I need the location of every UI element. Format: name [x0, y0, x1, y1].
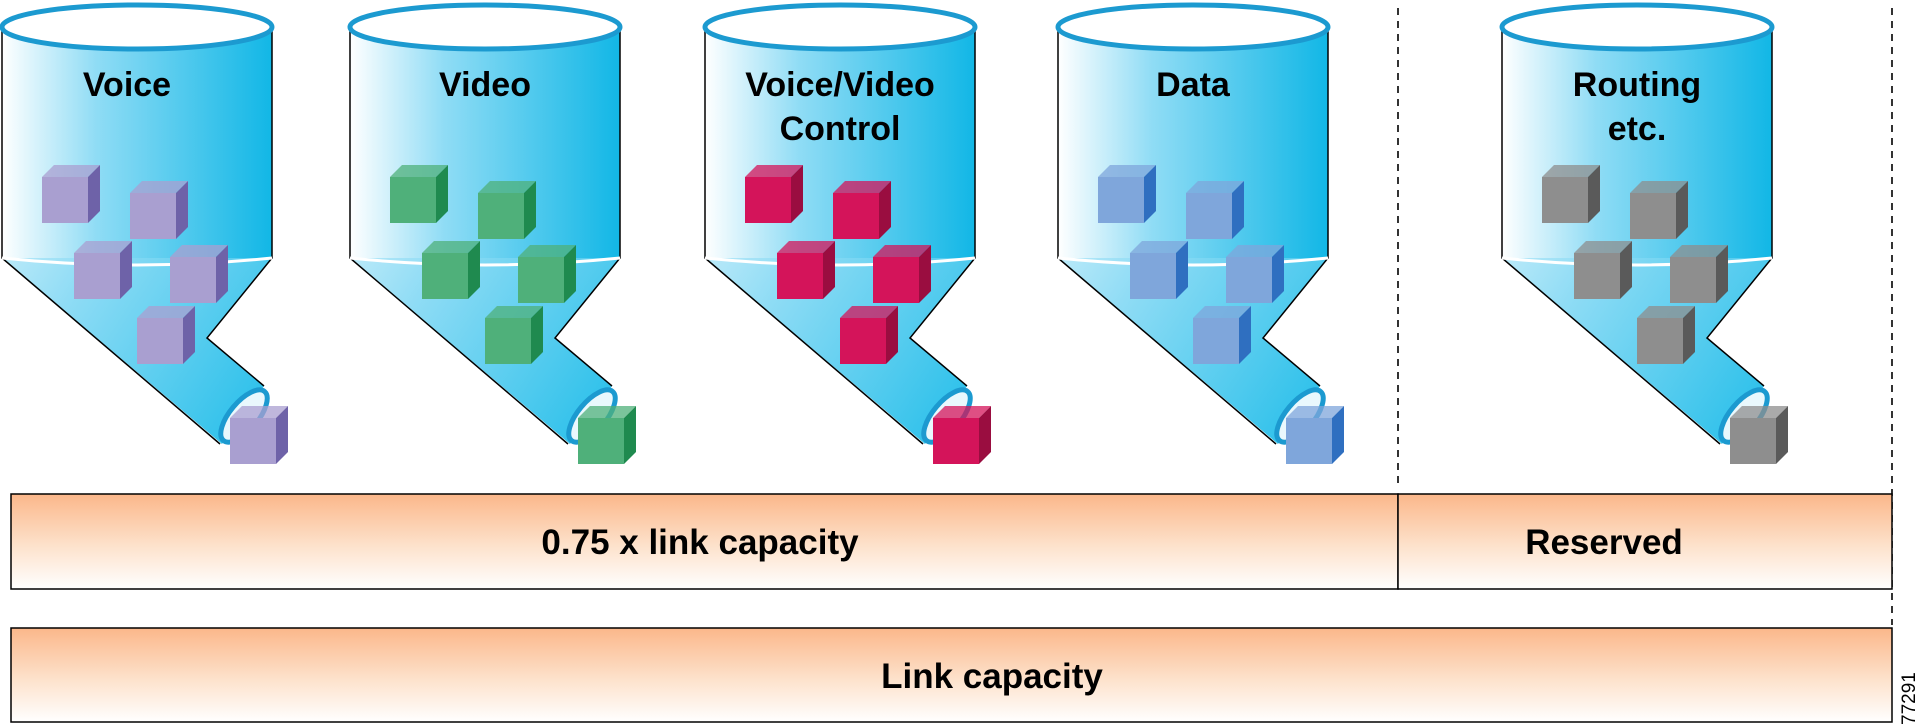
- packet-cube: [1670, 245, 1728, 303]
- bin-data: Data: [1055, 2, 1344, 464]
- packet-cube: [1286, 406, 1344, 464]
- bin-rim: [0, 2, 275, 52]
- packet-cube: [840, 306, 898, 364]
- packet-cube: [1574, 241, 1632, 299]
- water-line: [349, 256, 621, 267]
- packet-cube: [1542, 165, 1600, 223]
- link-capacity-label: Link capacity: [881, 657, 1103, 696]
- bin-label: Video: [439, 66, 531, 104]
- bin-label: Voice/Video: [745, 66, 935, 104]
- packet-cube: [170, 245, 228, 303]
- bin-rim: [1055, 2, 1331, 52]
- bin-rim: [1499, 2, 1775, 52]
- bin-video: Video: [347, 2, 636, 464]
- packet-cube: [230, 406, 288, 464]
- packet-cube: [74, 241, 132, 299]
- water-line: [704, 256, 976, 267]
- packet-cube: [478, 181, 536, 239]
- allocated-segment: [10, 493, 1399, 590]
- bin-label: Data: [1156, 66, 1231, 104]
- reserved-label: Reserved: [1525, 523, 1683, 562]
- water-line: [1, 256, 273, 267]
- packet-cube: [1193, 306, 1251, 364]
- packet-cube: [130, 181, 188, 239]
- bin-voice: Voice: [0, 2, 288, 464]
- packet-cube: [1637, 306, 1695, 364]
- packet-cube: [777, 241, 835, 299]
- water-line: [1057, 256, 1329, 267]
- bin-rim: [702, 2, 978, 52]
- bin-routing: Routing etc.: [1499, 2, 1788, 464]
- packet-cube: [745, 165, 803, 223]
- packet-cube: [390, 165, 448, 223]
- allocated-label: 0.75 x link capacity: [541, 523, 859, 562]
- link-capacity-segment: [10, 627, 1893, 723]
- water-line: [1501, 256, 1773, 267]
- packet-cube: [1098, 165, 1156, 223]
- packet-cube: [578, 406, 636, 464]
- packet-cube: [873, 245, 931, 303]
- packet-cube: [422, 241, 480, 299]
- allocation-bar: 0.75 x link capacity Reserved: [10, 493, 1893, 590]
- figure-id: 77291: [1899, 672, 1920, 725]
- bin-rim: [347, 2, 623, 52]
- packet-cube: [1630, 181, 1688, 239]
- packet-cube: [833, 181, 891, 239]
- packet-cube: [1186, 181, 1244, 239]
- packet-cube: [1130, 241, 1188, 299]
- bin-label: Voice: [83, 66, 171, 104]
- packet-cube: [137, 306, 195, 364]
- bin-label: etc.: [1608, 110, 1667, 148]
- bin-label: Routing: [1573, 66, 1701, 104]
- packet-cube: [1730, 406, 1788, 464]
- bin-label: Control: [780, 110, 901, 148]
- packet-cube: [518, 245, 576, 303]
- packet-cube: [933, 406, 991, 464]
- packet-cube: [42, 165, 100, 223]
- packet-cube: [485, 306, 543, 364]
- packet-cube: [1226, 245, 1284, 303]
- reserved-segment: [1397, 493, 1893, 590]
- link-capacity-bar: Link capacity: [10, 627, 1893, 723]
